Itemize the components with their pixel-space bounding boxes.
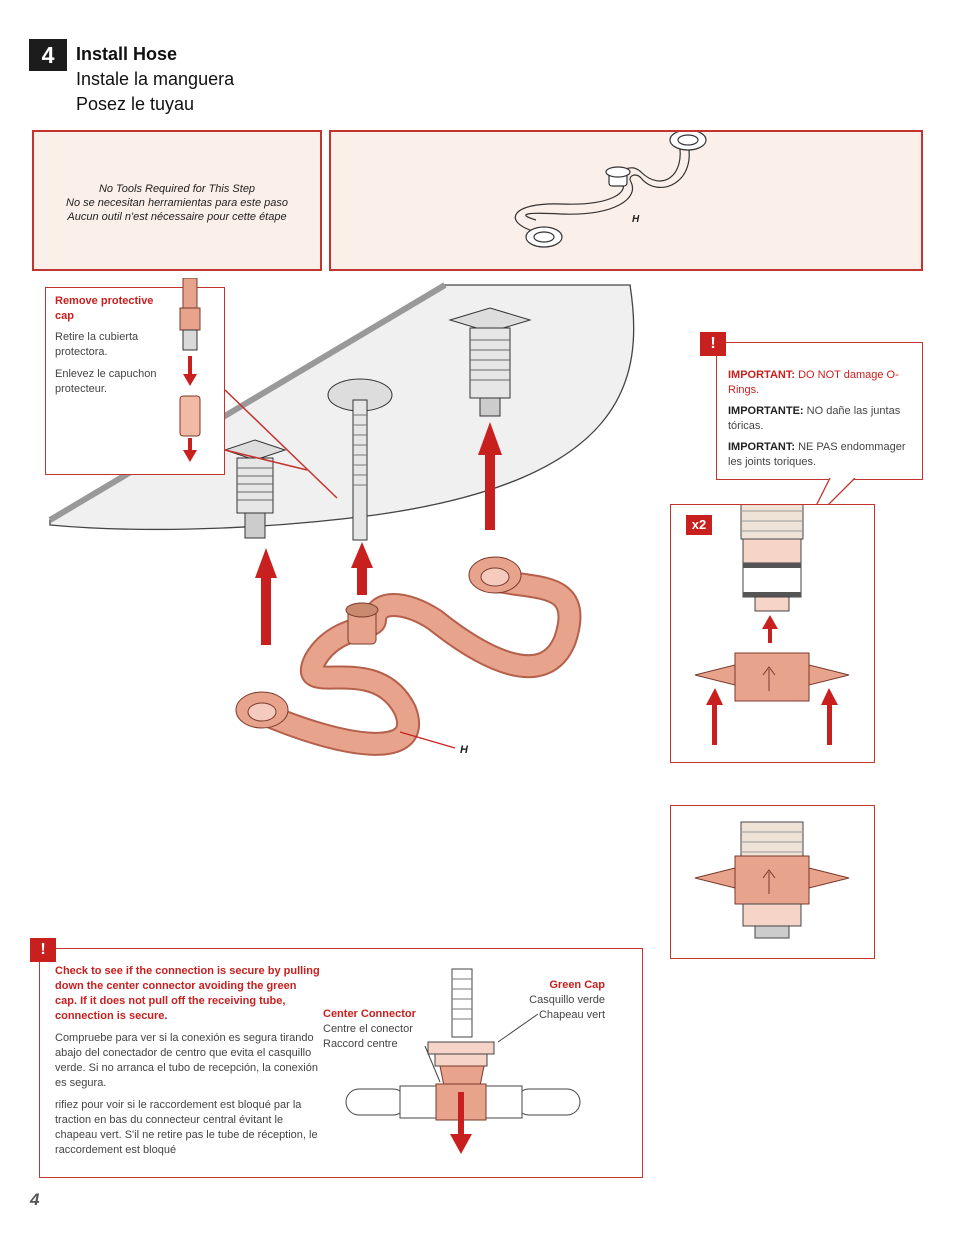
step-title-fr: Posez le tuyau (76, 94, 195, 114)
tools-line-es: No se necesitan herramientas para este p… (66, 197, 288, 209)
cap-callout-fr: Enlevez le capuchon protecteur. (55, 368, 157, 395)
left-valve-icon (223, 439, 287, 539)
step-title-en: Install Hose (76, 44, 178, 64)
cap-callout-es: Retire la cubierta protectora. (55, 331, 139, 358)
secure-note-en: Check to see if the connection is secure… (55, 965, 320, 1022)
assembled-detail-box (670, 805, 875, 959)
green-cap-es: Casquillo verde (529, 994, 605, 1006)
warning-icon-secure: ! (30, 938, 56, 962)
up-arrows (255, 422, 502, 645)
oring-label-fr: IMPORTANT: (728, 441, 796, 453)
cap-callout-title: Remove protective cap (55, 295, 154, 322)
connector-illustration (345, 968, 581, 1154)
step-number: 4 (29, 39, 67, 71)
secure-note-fr: rifiez pour voir si le raccordement est … (55, 1099, 318, 1156)
center-shank-icon (327, 378, 393, 541)
tools-line-en: No Tools Required for This Step (98, 183, 256, 195)
tools-panel: No Tools Required for This Step No se ne… (32, 130, 322, 271)
detail-illustration (694, 505, 850, 745)
green-cap-en: Green Cap (549, 979, 605, 991)
hose-label-h: H (460, 744, 469, 756)
green-cap-fr: Chapeau vert (538, 1009, 605, 1021)
parts-label-h: H (632, 214, 640, 225)
hose-part-illustration: H (514, 129, 707, 248)
oring-text-en: DO NOT damage O-Rings. (728, 369, 899, 396)
cap-callout: Remove protective cap Retire la cubierta… (45, 278, 225, 475)
oring-warning: IMPORTANT: DO NOT damage O-Rings. IMPORT… (716, 342, 923, 480)
step-title-es: Instale la manguera (76, 69, 235, 89)
oring-label-en: IMPORTANT: (728, 369, 796, 381)
center-connector-es: Centre el conector (323, 1023, 413, 1035)
center-connector-en: Center Connector (323, 1008, 416, 1020)
secure-note-es: Compruebe para ver si la conexión es seg… (55, 1032, 318, 1089)
warning-icon: ! (700, 332, 726, 356)
detail-box: x2 (670, 504, 875, 763)
oring-text-es: NO dañe las juntas tóricas. (728, 405, 901, 432)
tools-line-fr: Aucun outil n'est nécessaire pour cette … (67, 211, 287, 223)
page-number: 4 (30, 1190, 40, 1209)
cap-removal-illustration (179, 278, 201, 462)
oring-label-es: IMPORTANTE: (728, 405, 804, 417)
hose-icon (235, 556, 582, 756)
center-connector-fr: Raccord centre (323, 1038, 398, 1050)
secure-note: Check to see if the connection is secure… (39, 948, 643, 1178)
multiplier-badge: x2 (686, 515, 712, 535)
right-valve-icon (448, 307, 532, 417)
assembled-illustration (694, 821, 850, 939)
oring-text-fr: NE PAS endommager les joints toriques. (728, 441, 906, 468)
parts-panel: H (329, 129, 923, 271)
cap-callout-pointer (224, 389, 338, 499)
